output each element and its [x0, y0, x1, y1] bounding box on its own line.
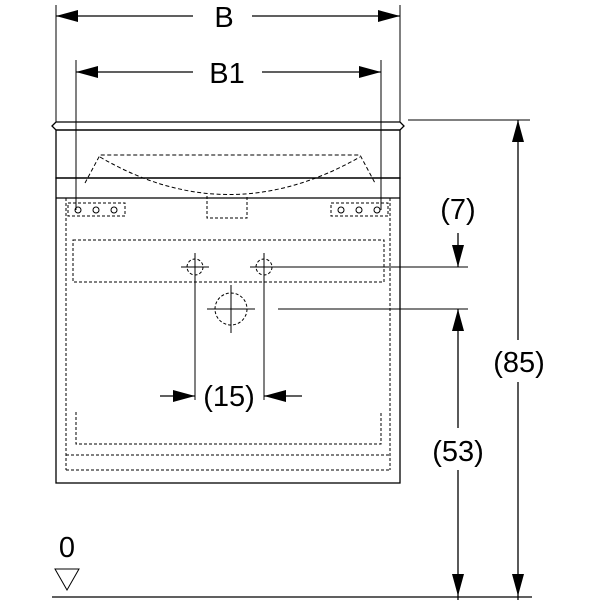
arrow-right-icon [173, 390, 195, 402]
water-connection-right [250, 253, 468, 400]
label-b: B [214, 2, 233, 34]
arrow-left-icon [264, 390, 286, 402]
arrow-down-icon [512, 574, 524, 596]
basin-bowl [99, 156, 361, 195]
basin-body [55, 129, 401, 179]
basin-bowl-rim [84, 154, 376, 184]
arrow-left-icon [76, 66, 98, 78]
floor-reference: 0 [52, 532, 532, 598]
arrow-left-icon [56, 10, 78, 22]
label-drain-offset: (7) [440, 194, 475, 226]
label-b1: B1 [209, 58, 244, 90]
basin-top [51, 121, 405, 131]
label-total-height: (85) [493, 347, 545, 379]
cabinet [51, 121, 405, 484]
drawer-inner [75, 412, 382, 445]
dimension-drain-height: (53) [428, 428, 490, 470]
drawer-recess [72, 239, 385, 283]
arrow-right-icon [378, 10, 400, 22]
bracket-hole [337, 206, 345, 214]
bracket-hole [92, 206, 100, 214]
arrow-down-icon [452, 574, 464, 596]
dimension-b1: B1 [75, 58, 382, 210]
label-pipe-spacing: (15) [203, 381, 255, 413]
label-drain-height: (53) [432, 436, 484, 468]
water-connection-left [181, 253, 209, 400]
cabinet-body [55, 177, 401, 484]
bracket-hole [110, 206, 118, 214]
arrow-down-icon [452, 245, 464, 267]
arrow-up-icon [452, 309, 464, 331]
dimension-total-height: (85) [408, 119, 552, 600]
label-floor: 0 [59, 532, 75, 564]
dimension-b: B [55, 2, 401, 122]
dimension-drain-offset: (7) [440, 194, 476, 600]
drain-connection [207, 285, 468, 333]
triangle-down-icon [54, 568, 80, 592]
bracket-hole [355, 206, 363, 214]
arrow-right-icon [359, 66, 381, 78]
dimension-pipe-spacing: (15) [160, 381, 302, 413]
siphon-stub [206, 196, 248, 219]
bracket-hole [74, 206, 82, 214]
arrow-up-icon [512, 120, 524, 142]
label-backdrop [486, 340, 552, 382]
label-backdrop [428, 428, 490, 470]
bracket-hole [373, 206, 381, 214]
